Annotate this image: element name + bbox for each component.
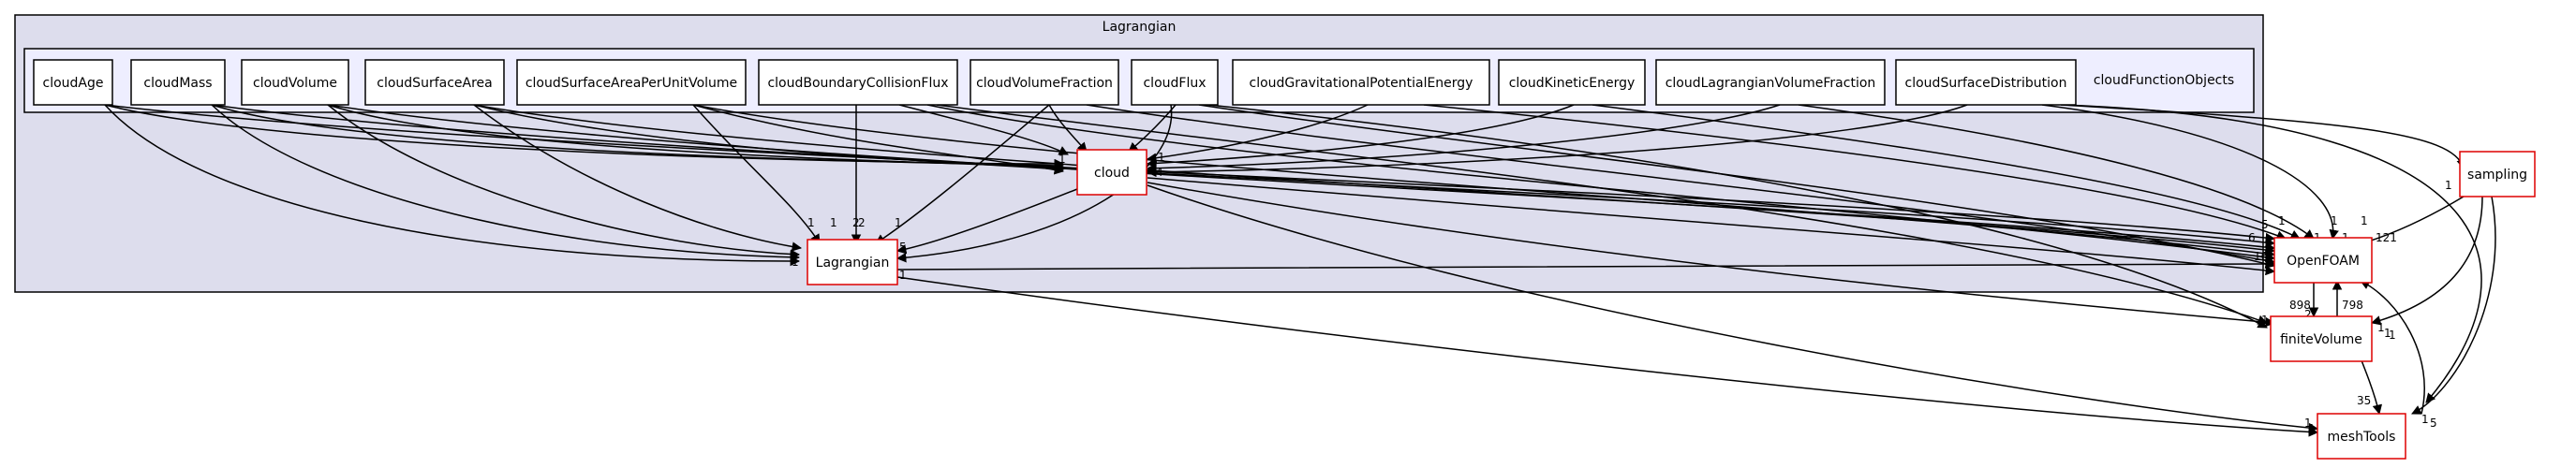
node-label: cloudVolume: [253, 76, 337, 91]
node-label: cloudLagrangianVolumeFraction: [1666, 76, 1876, 91]
edge-label: 1: [1158, 151, 1165, 164]
node-lagrangian[interactable]: Lagrangian: [807, 239, 898, 285]
edge-label: 4: [1156, 166, 1163, 179]
edge-label: 1: [2308, 422, 2316, 435]
node-cloud-flux[interactable]: cloudFlux: [1131, 59, 1219, 106]
node-openfoam[interactable]: OpenFOAM: [2273, 237, 2373, 284]
cluster-lagrangian-label: Lagrangian: [1103, 20, 1177, 35]
node-cloud-lagrangian-volume-fraction[interactable]: cloudLagrangianVolumeFraction: [1655, 59, 1886, 106]
cluster-cloud-function-objects-label: cloudFunctionObjects: [2094, 73, 2234, 88]
node-label: meshTools: [2328, 430, 2396, 445]
edge-label: 1: [2331, 214, 2338, 227]
node-sampling[interactable]: sampling: [2459, 151, 2536, 197]
edge-label: 1: [895, 216, 902, 229]
node-label: cloudKineticEnergy: [1509, 76, 1636, 91]
edge-label: 1: [2389, 329, 2396, 342]
edge-label: 121: [2376, 231, 2397, 244]
edge-label: 16: [2254, 250, 2268, 263]
node-cloud-mass[interactable]: cloudMass: [130, 59, 226, 106]
node-label: cloudSurfaceArea: [377, 76, 492, 91]
node-cloud-volume-fraction[interactable]: cloudVolumeFraction: [970, 59, 1119, 106]
node-label: cloudMass: [143, 76, 212, 91]
node-label: finiteVolume: [2280, 332, 2362, 347]
edge-label: 1: [2278, 214, 2286, 227]
node-label: cloudAge: [43, 76, 104, 91]
node-label: cloudSurfaceAreaPerUnitVolume: [526, 76, 737, 91]
edge-label: 1: [792, 256, 799, 269]
edge-label: 1: [2261, 314, 2269, 327]
edge-label: 6: [2248, 231, 2256, 244]
node-cloud-surface-area-per-unit-volume[interactable]: cloudSurfaceAreaPerUnitVolume: [516, 59, 747, 106]
edge-label: 898: [2289, 299, 2311, 312]
edge-label: 2: [852, 216, 860, 229]
edge-label: 1: [807, 216, 815, 229]
node-label: sampling: [2467, 168, 2527, 183]
edge-label: 798: [2342, 299, 2363, 312]
node-cloud-gravitational-potential-energy[interactable]: cloudGravitationalPotentialEnergy: [1232, 59, 1490, 106]
edge-label: 1: [899, 269, 907, 282]
node-label: Lagrangian: [816, 256, 890, 271]
node-cloud-surface-distribution[interactable]: cloudSurfaceDistribution: [1895, 59, 2077, 106]
node-label: cloud: [1094, 166, 1130, 181]
node-cloud-surface-area[interactable]: cloudSurfaceArea: [364, 59, 505, 106]
node-label: cloudFlux: [1143, 76, 1206, 91]
node-cloud-kinetic-energy[interactable]: cloudKineticEnergy: [1498, 59, 1646, 106]
edges: [104, 104, 2496, 437]
edge-label: 35: [2357, 394, 2371, 407]
node-mesh-tools[interactable]: meshTools: [2317, 413, 2406, 460]
edge-label: 1: [1059, 153, 1066, 166]
edge-label: 1: [2445, 179, 2452, 192]
node-label: OpenFOAM: [2287, 254, 2360, 269]
edge-label: 1: [2421, 413, 2429, 426]
node-cloud[interactable]: cloud: [1076, 149, 1147, 196]
node-cloud-boundary-collision-flux[interactable]: cloudBoundaryCollisionFlux: [758, 59, 958, 106]
edge-label: 1: [2384, 327, 2391, 340]
edge-label: 2: [858, 216, 866, 229]
edge-label: 1: [1152, 158, 1160, 171]
edge-label: 1: [2304, 417, 2312, 430]
edge-label: 1: [830, 216, 837, 229]
edge-label: 1: [2361, 214, 2368, 227]
edge-label: 5: [2261, 218, 2269, 231]
node-label: cloudBoundaryCollisionFlux: [767, 76, 948, 91]
node-label: cloudVolumeFraction: [976, 76, 1113, 91]
edge-label: 1: [2377, 321, 2385, 334]
edge-label: 2: [2304, 308, 2312, 321]
node-cloud-age[interactable]: cloudAge: [33, 59, 113, 106]
node-label: cloudGravitationalPotentialEnergy: [1250, 76, 1473, 91]
function-object-nodes: cloudAge cloudMass cloudVolume cloudSurf…: [33, 59, 2077, 106]
edge-label: 5: [899, 241, 907, 254]
node-finite-volume[interactable]: finiteVolume: [2270, 315, 2373, 362]
edge-label: 5: [2430, 417, 2437, 430]
node-cloud-volume[interactable]: cloudVolume: [241, 59, 349, 106]
node-label: cloudSurfaceDistribution: [1905, 76, 2067, 91]
